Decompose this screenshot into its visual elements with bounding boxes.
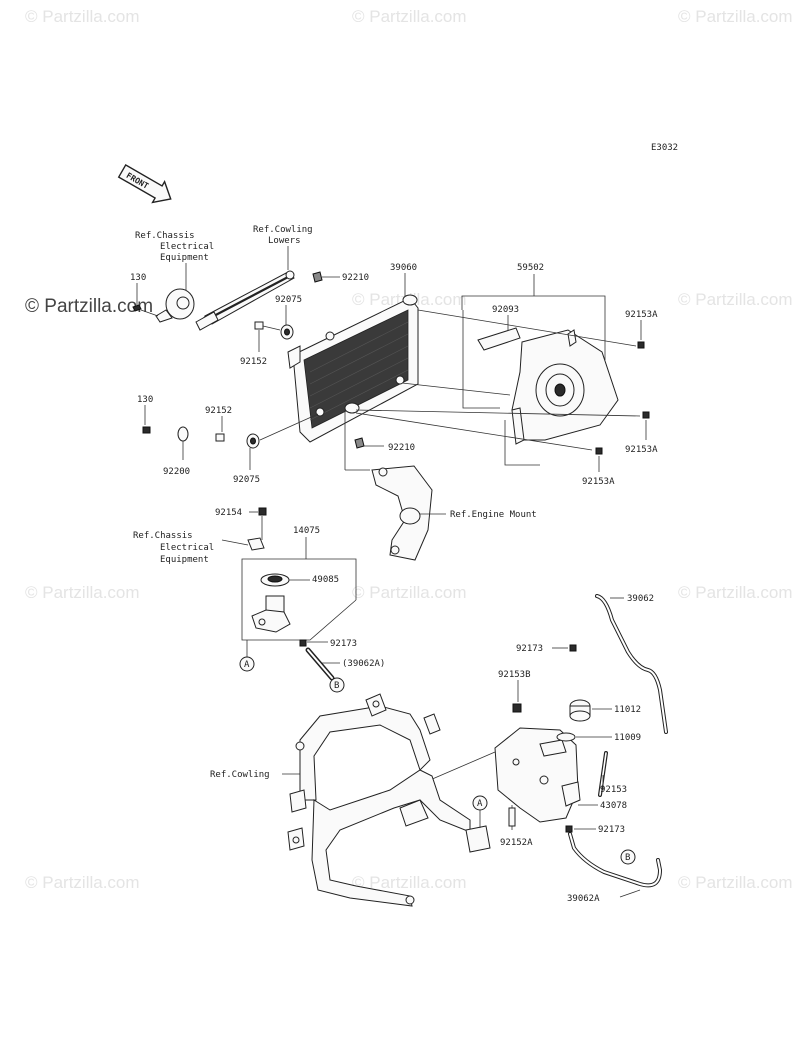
- part-92173-b: 92173: [516, 644, 543, 654]
- ref-cowling-lowers-line1: Ref.Cowling: [253, 225, 313, 235]
- engine-mount-bracket: [371, 465, 433, 561]
- part-92075-top: 92075: [275, 295, 302, 305]
- watermark: © Partzilla.com: [25, 583, 140, 602]
- bracket-component: [155, 288, 195, 323]
- part-39060: 39060: [390, 263, 417, 273]
- reservoir-cap: [556, 699, 591, 742]
- marker-b2-label: B: [625, 853, 630, 863]
- part-43078: 43078: [600, 801, 627, 811]
- part-92153A-1: 92153A: [625, 310, 658, 320]
- ref-chassis-mid-line1: Ref.Chassis: [133, 531, 193, 541]
- ref-cowling: Ref.Cowling: [210, 770, 270, 780]
- part-59502: 59502: [517, 263, 544, 273]
- watermark: © Partzilla.com: [678, 7, 793, 26]
- part-39062A-paren: (39062A): [342, 659, 385, 669]
- part-39062: 39062: [627, 594, 654, 604]
- watermark: © Partzilla.com: [678, 583, 793, 602]
- front-arrow-icon: FRONT: [117, 163, 172, 204]
- part-92152A: 92152A: [500, 838, 533, 848]
- part-92153B: 92153B: [498, 670, 531, 680]
- cowling-bracket-frame: [287, 693, 491, 907]
- part-92152-top: 92152: [240, 357, 267, 367]
- watermark: © Partzilla.com: [678, 873, 793, 892]
- part-39062A: 39062A: [567, 894, 600, 904]
- part-92154: 92154: [215, 508, 242, 518]
- part-92210-mid: 92210: [388, 443, 415, 453]
- part-92153A-3: 92153A: [582, 477, 615, 487]
- marker-b1: [329, 677, 345, 693]
- part-92075-mid: 92075: [233, 475, 260, 485]
- part-92153: 92153: [600, 785, 627, 795]
- watermark: © Partzilla.com: [352, 583, 467, 602]
- part-92173-a: 92173: [330, 639, 357, 649]
- part-11009: 11009: [614, 733, 641, 743]
- filler-neck: [251, 573, 291, 633]
- marker-a1: [239, 656, 255, 672]
- part-49085: 49085: [312, 575, 339, 585]
- diagram-code: E3032: [651, 143, 678, 153]
- part-92173-c: 92173: [598, 825, 625, 835]
- watermark: © Partzilla.com: [352, 873, 467, 892]
- marker-b2: [620, 849, 636, 865]
- radiator-stay: [195, 270, 295, 331]
- part-92200: 92200: [163, 467, 190, 477]
- marker-a1-label: A: [244, 660, 250, 670]
- part-92153A-2: 92153A: [625, 445, 658, 455]
- part-130-mid: 130: [137, 395, 153, 405]
- ref-chassis-mid-line2: Electrical: [160, 543, 214, 553]
- ref-chassis-mid-line3: Equipment: [160, 555, 209, 565]
- reservoir-tank: [494, 727, 581, 823]
- ref-chassis-top-line1: Ref.Chassis: [135, 231, 195, 241]
- fan-shroud: [477, 327, 619, 445]
- marker-b1-label: B: [334, 681, 339, 691]
- part-14075: 14075: [293, 526, 320, 536]
- watermark: © Partzilla.com: [25, 7, 140, 26]
- ref-chassis-top-line2: Electrical: [160, 242, 214, 252]
- part-92152-mid: 92152: [205, 406, 232, 416]
- part-11012: 11012: [614, 705, 641, 715]
- watermark: © Partzilla.com: [678, 290, 793, 309]
- marker-a2-label: A: [477, 799, 483, 809]
- watermark: © Partzilla.com: [25, 873, 140, 892]
- part-92093: 92093: [492, 305, 519, 315]
- ref-chassis-top-line3: Equipment: [160, 253, 209, 263]
- ref-cowling-lowers-line2: Lowers: [268, 236, 301, 246]
- ref-engine-mount: Ref.Engine Mount: [450, 510, 537, 520]
- watermark-dark: © Partzilla.com: [25, 296, 153, 317]
- part-130-top: 130: [130, 273, 146, 283]
- watermark: © Partzilla.com: [352, 7, 467, 26]
- part-92210-top: 92210: [342, 273, 369, 283]
- radiator: [287, 294, 419, 443]
